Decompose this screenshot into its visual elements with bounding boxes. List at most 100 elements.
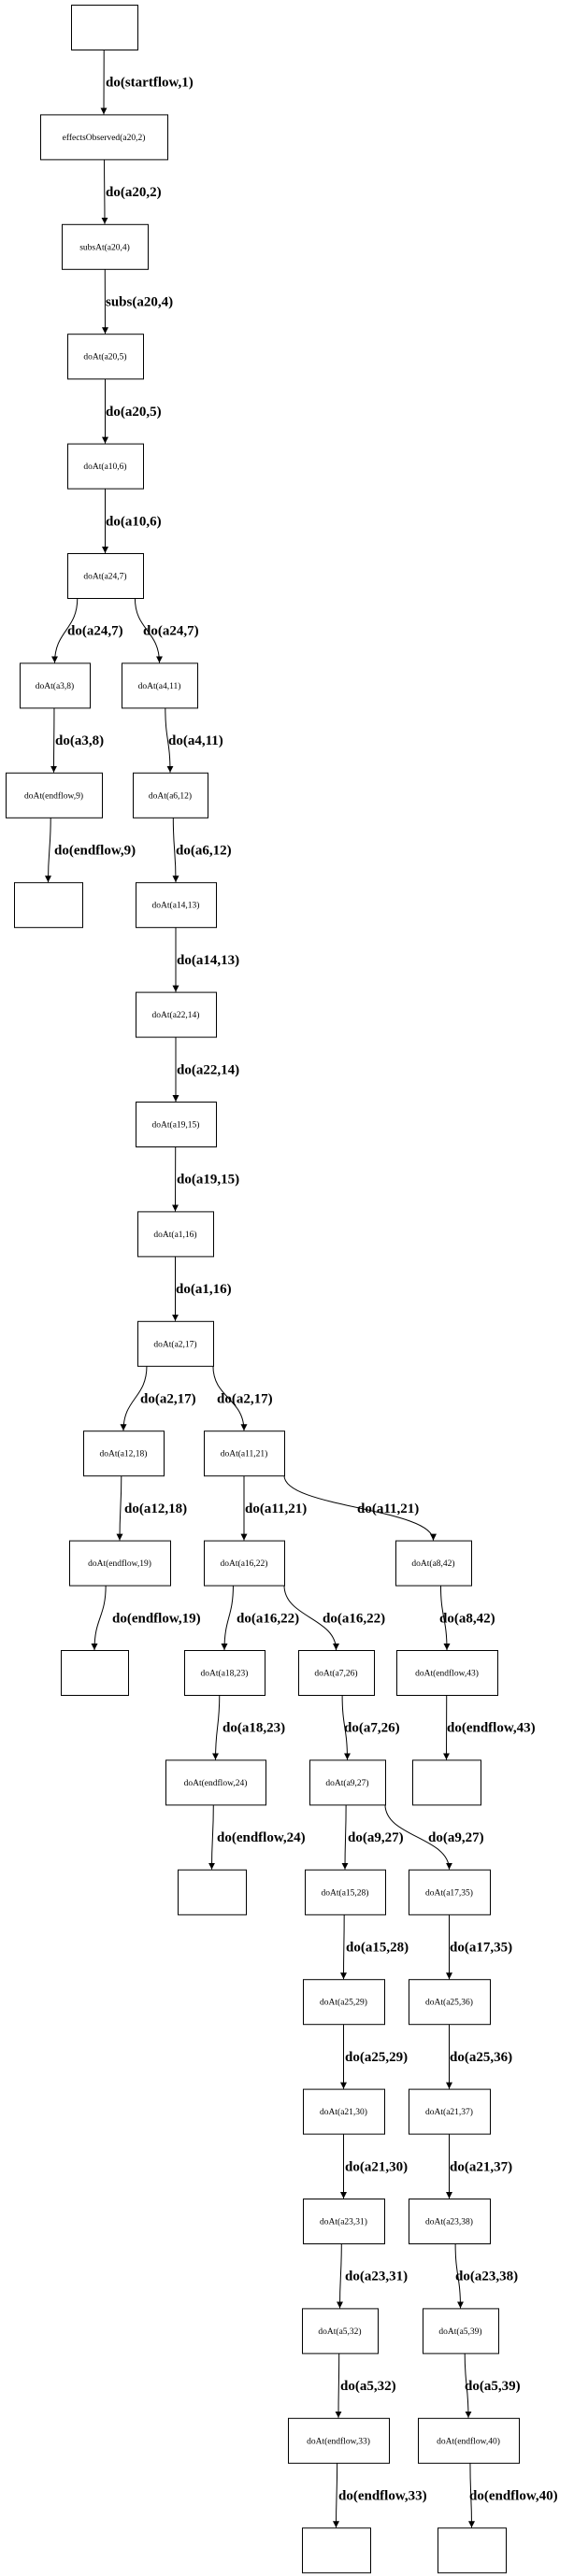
node-box xyxy=(137,1320,214,1367)
graph-node-empty xyxy=(61,1650,129,1696)
node-label: doAt(endflow,40) xyxy=(437,2436,500,2446)
graph-edge: do(a20,5) xyxy=(102,378,162,444)
edge-label: do(endflow,43) xyxy=(447,1721,536,1736)
graph-edge: do(a19,15) xyxy=(172,1146,239,1212)
node-box xyxy=(67,553,144,599)
graph-node: doAt(a8,42) xyxy=(395,1540,472,1587)
graph-node: doAt(a1,16) xyxy=(137,1211,214,1258)
node-label: doAt(a3,8) xyxy=(36,681,74,691)
node-label: doAt(a18,23) xyxy=(201,1669,249,1679)
edge-label: do(a1,16) xyxy=(176,1282,232,1297)
edge-arrow xyxy=(221,1585,234,1651)
edge-label: do(a24,7) xyxy=(67,624,123,639)
graph-node: doAt(a15,28) xyxy=(305,1869,386,1915)
graph-node: doAt(endflow,24) xyxy=(165,1759,266,1806)
graph-node: effectsObserved(a20,2) xyxy=(40,114,168,161)
edge-arrow xyxy=(91,1585,107,1651)
graph-edge: do(a24,7) xyxy=(134,597,199,663)
node-label: doAt(a23,31) xyxy=(320,2217,367,2227)
graph-edge: do(a16,22) xyxy=(221,1585,299,1651)
node-label: doAt(a4,11) xyxy=(138,681,181,691)
node-box xyxy=(409,1869,491,1915)
graph-edge: do(endflow,24) xyxy=(208,1804,306,1870)
node-box xyxy=(136,1102,217,1147)
node-box xyxy=(395,1540,472,1587)
graph-node: doAt(endflow,40) xyxy=(418,2417,520,2464)
graph-edge: do(a24,7) xyxy=(51,597,123,663)
edge-label: do(endflow,9) xyxy=(54,844,136,859)
graph-node: doAt(a22,14) xyxy=(136,991,217,1038)
edge-label: do(a23,31) xyxy=(345,2270,408,2284)
graph-node: doAt(a5,32) xyxy=(302,2308,379,2355)
node-box xyxy=(83,1430,165,1477)
graph-edge: do(a5,39) xyxy=(464,2353,521,2418)
node-box xyxy=(67,334,144,380)
graph-edge: do(a25,29) xyxy=(340,2024,408,2089)
node-box xyxy=(438,2527,507,2574)
node-label: doAt(a21,37) xyxy=(425,2107,473,2117)
edge-label: do(a25,36) xyxy=(450,2050,512,2065)
edge-label: do(endflow,40) xyxy=(469,2489,558,2504)
graph-edge: do(a21,30) xyxy=(340,2133,408,2199)
graph-node: doAt(a24,7) xyxy=(67,553,144,599)
node-label: doAt(a14,13) xyxy=(152,901,200,911)
edge-label: do(a11,21) xyxy=(357,1501,419,1516)
edge-label: do(a8,42) xyxy=(439,1611,495,1626)
node-box xyxy=(40,114,168,161)
edge-label: do(a4,11) xyxy=(168,733,223,748)
edge-label: do(startflow,1) xyxy=(106,76,194,91)
graph-edge: do(endflow,43) xyxy=(443,1694,536,1760)
graph-node: doAt(a3,8) xyxy=(20,662,91,709)
edge-arrow xyxy=(341,1804,349,1870)
node-box xyxy=(14,882,83,929)
edge-label: do(a17,35) xyxy=(450,1941,512,1956)
edge-arrow xyxy=(51,597,79,663)
graph-edge: do(a21,37) xyxy=(446,2133,512,2199)
edge-arrow xyxy=(384,1804,452,1870)
node-box xyxy=(303,2088,385,2135)
node-label: doAt(a8,42) xyxy=(411,1558,454,1569)
edge-arrow xyxy=(283,1585,339,1651)
node-box xyxy=(303,1979,385,2026)
node-label: doAt(endflow,19) xyxy=(88,1558,151,1569)
edge-label: do(a6,12) xyxy=(176,844,232,859)
edge-arrow xyxy=(120,1365,148,1431)
graph-node: doAt(a14,13) xyxy=(136,882,217,929)
graph-edge: do(a11,21) xyxy=(283,1475,437,1541)
graph-edge: do(a2,17) xyxy=(212,1365,273,1431)
edge-label: subs(a20,4) xyxy=(106,295,173,310)
graph-edge: do(a5,32) xyxy=(335,2353,396,2418)
node-label: doAt(a9,27) xyxy=(325,1778,368,1788)
node-box xyxy=(409,2088,491,2135)
graph-edge: do(a9,27) xyxy=(384,1804,484,1870)
node-label: doAt(endflow,43) xyxy=(415,1669,479,1679)
graph-node-empty xyxy=(412,1759,481,1806)
edge-label: do(a9,27) xyxy=(428,1830,484,1845)
edge-label: do(a21,30) xyxy=(345,2159,408,2174)
edge-label: do(a19,15) xyxy=(177,1173,239,1188)
graph-node: doAt(endflow,9) xyxy=(6,772,103,818)
node-box xyxy=(303,2199,385,2244)
node-label: doAt(endflow,9) xyxy=(24,790,83,801)
node-label: doAt(a16,22) xyxy=(221,1558,268,1569)
node-box xyxy=(136,991,217,1038)
node-box xyxy=(409,2199,491,2244)
graph-edge: do(a14,13) xyxy=(172,927,239,992)
edge-label: do(a7,26) xyxy=(344,1721,400,1736)
graph-node: doAt(a10,6) xyxy=(67,443,144,490)
edge-label: do(a16,22) xyxy=(237,1611,299,1626)
graph-edge: do(endflow,19) xyxy=(91,1585,201,1651)
node-box xyxy=(67,443,144,490)
graph-node: doAt(endflow,43) xyxy=(396,1650,498,1696)
node-label: doAt(endflow,24) xyxy=(184,1778,248,1788)
edge-label: do(endflow,33) xyxy=(338,2489,427,2504)
node-box xyxy=(298,1650,375,1696)
edge-arrow xyxy=(212,1365,248,1431)
node-box xyxy=(184,1650,265,1696)
graph-node: doAt(a6,12) xyxy=(133,772,208,818)
graph-node: doAt(a12,18) xyxy=(83,1430,165,1477)
graph-node: doAt(a9,27) xyxy=(309,1759,386,1806)
node-box xyxy=(61,1650,129,1696)
graph-edge: do(a25,36) xyxy=(446,2024,512,2089)
